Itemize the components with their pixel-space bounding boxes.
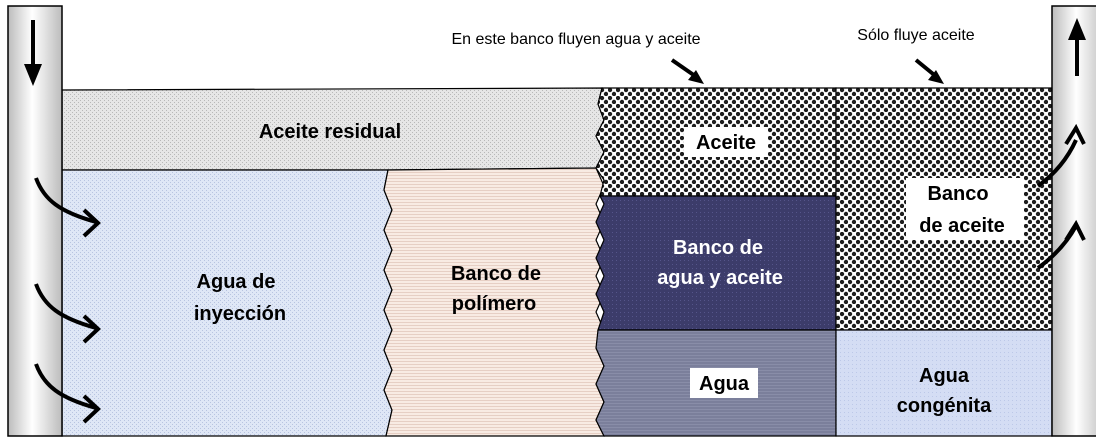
label-water-oil-bank-1: Banco de	[673, 237, 763, 259]
label-water-box	[690, 368, 758, 398]
production-flow-arrow	[1036, 219, 1086, 270]
annotation-arrow-oil-only	[914, 58, 944, 84]
label-oil-bank-1: Banco	[927, 183, 988, 205]
injection-flow-arrow	[34, 363, 101, 424]
label-residual-oil: Aceite residual	[259, 121, 401, 143]
label-oil-bank-box	[906, 178, 1024, 240]
label-polymer-bank-2: polímero	[452, 293, 536, 315]
label-oil: Aceite	[696, 132, 756, 154]
annotation-arrow-both-flow	[670, 58, 704, 84]
label-oil-box	[684, 127, 768, 157]
annotation-both-flow: En este banco fluyen agua y aceite	[451, 31, 700, 48]
injection-flow-arrow	[34, 177, 101, 238]
label-injection-water-1: Agua de	[197, 271, 276, 293]
arrow-up-icon	[1068, 18, 1086, 76]
label-injection-water-2: inyección	[194, 303, 286, 325]
label-connate-water-2: congénita	[897, 395, 992, 417]
label-oil-bank-2: de aceite	[919, 215, 1005, 237]
label-water-oil-bank-2: agua y aceite	[657, 267, 783, 289]
annotation-oil-only: Sólo fluye aceite	[857, 27, 975, 44]
production-well	[1051, 5, 1096, 437]
injection-well	[7, 5, 63, 437]
production-flow-arrow	[1036, 123, 1086, 188]
zone-water-oil-bank	[595, 195, 837, 331]
arrow-down-icon	[24, 20, 42, 86]
injection-flow-arrow	[34, 283, 101, 344]
label-polymer-bank-1: Banco de	[451, 263, 541, 285]
label-connate-water-1: Agua	[919, 365, 970, 387]
label-water: Agua	[699, 373, 750, 395]
